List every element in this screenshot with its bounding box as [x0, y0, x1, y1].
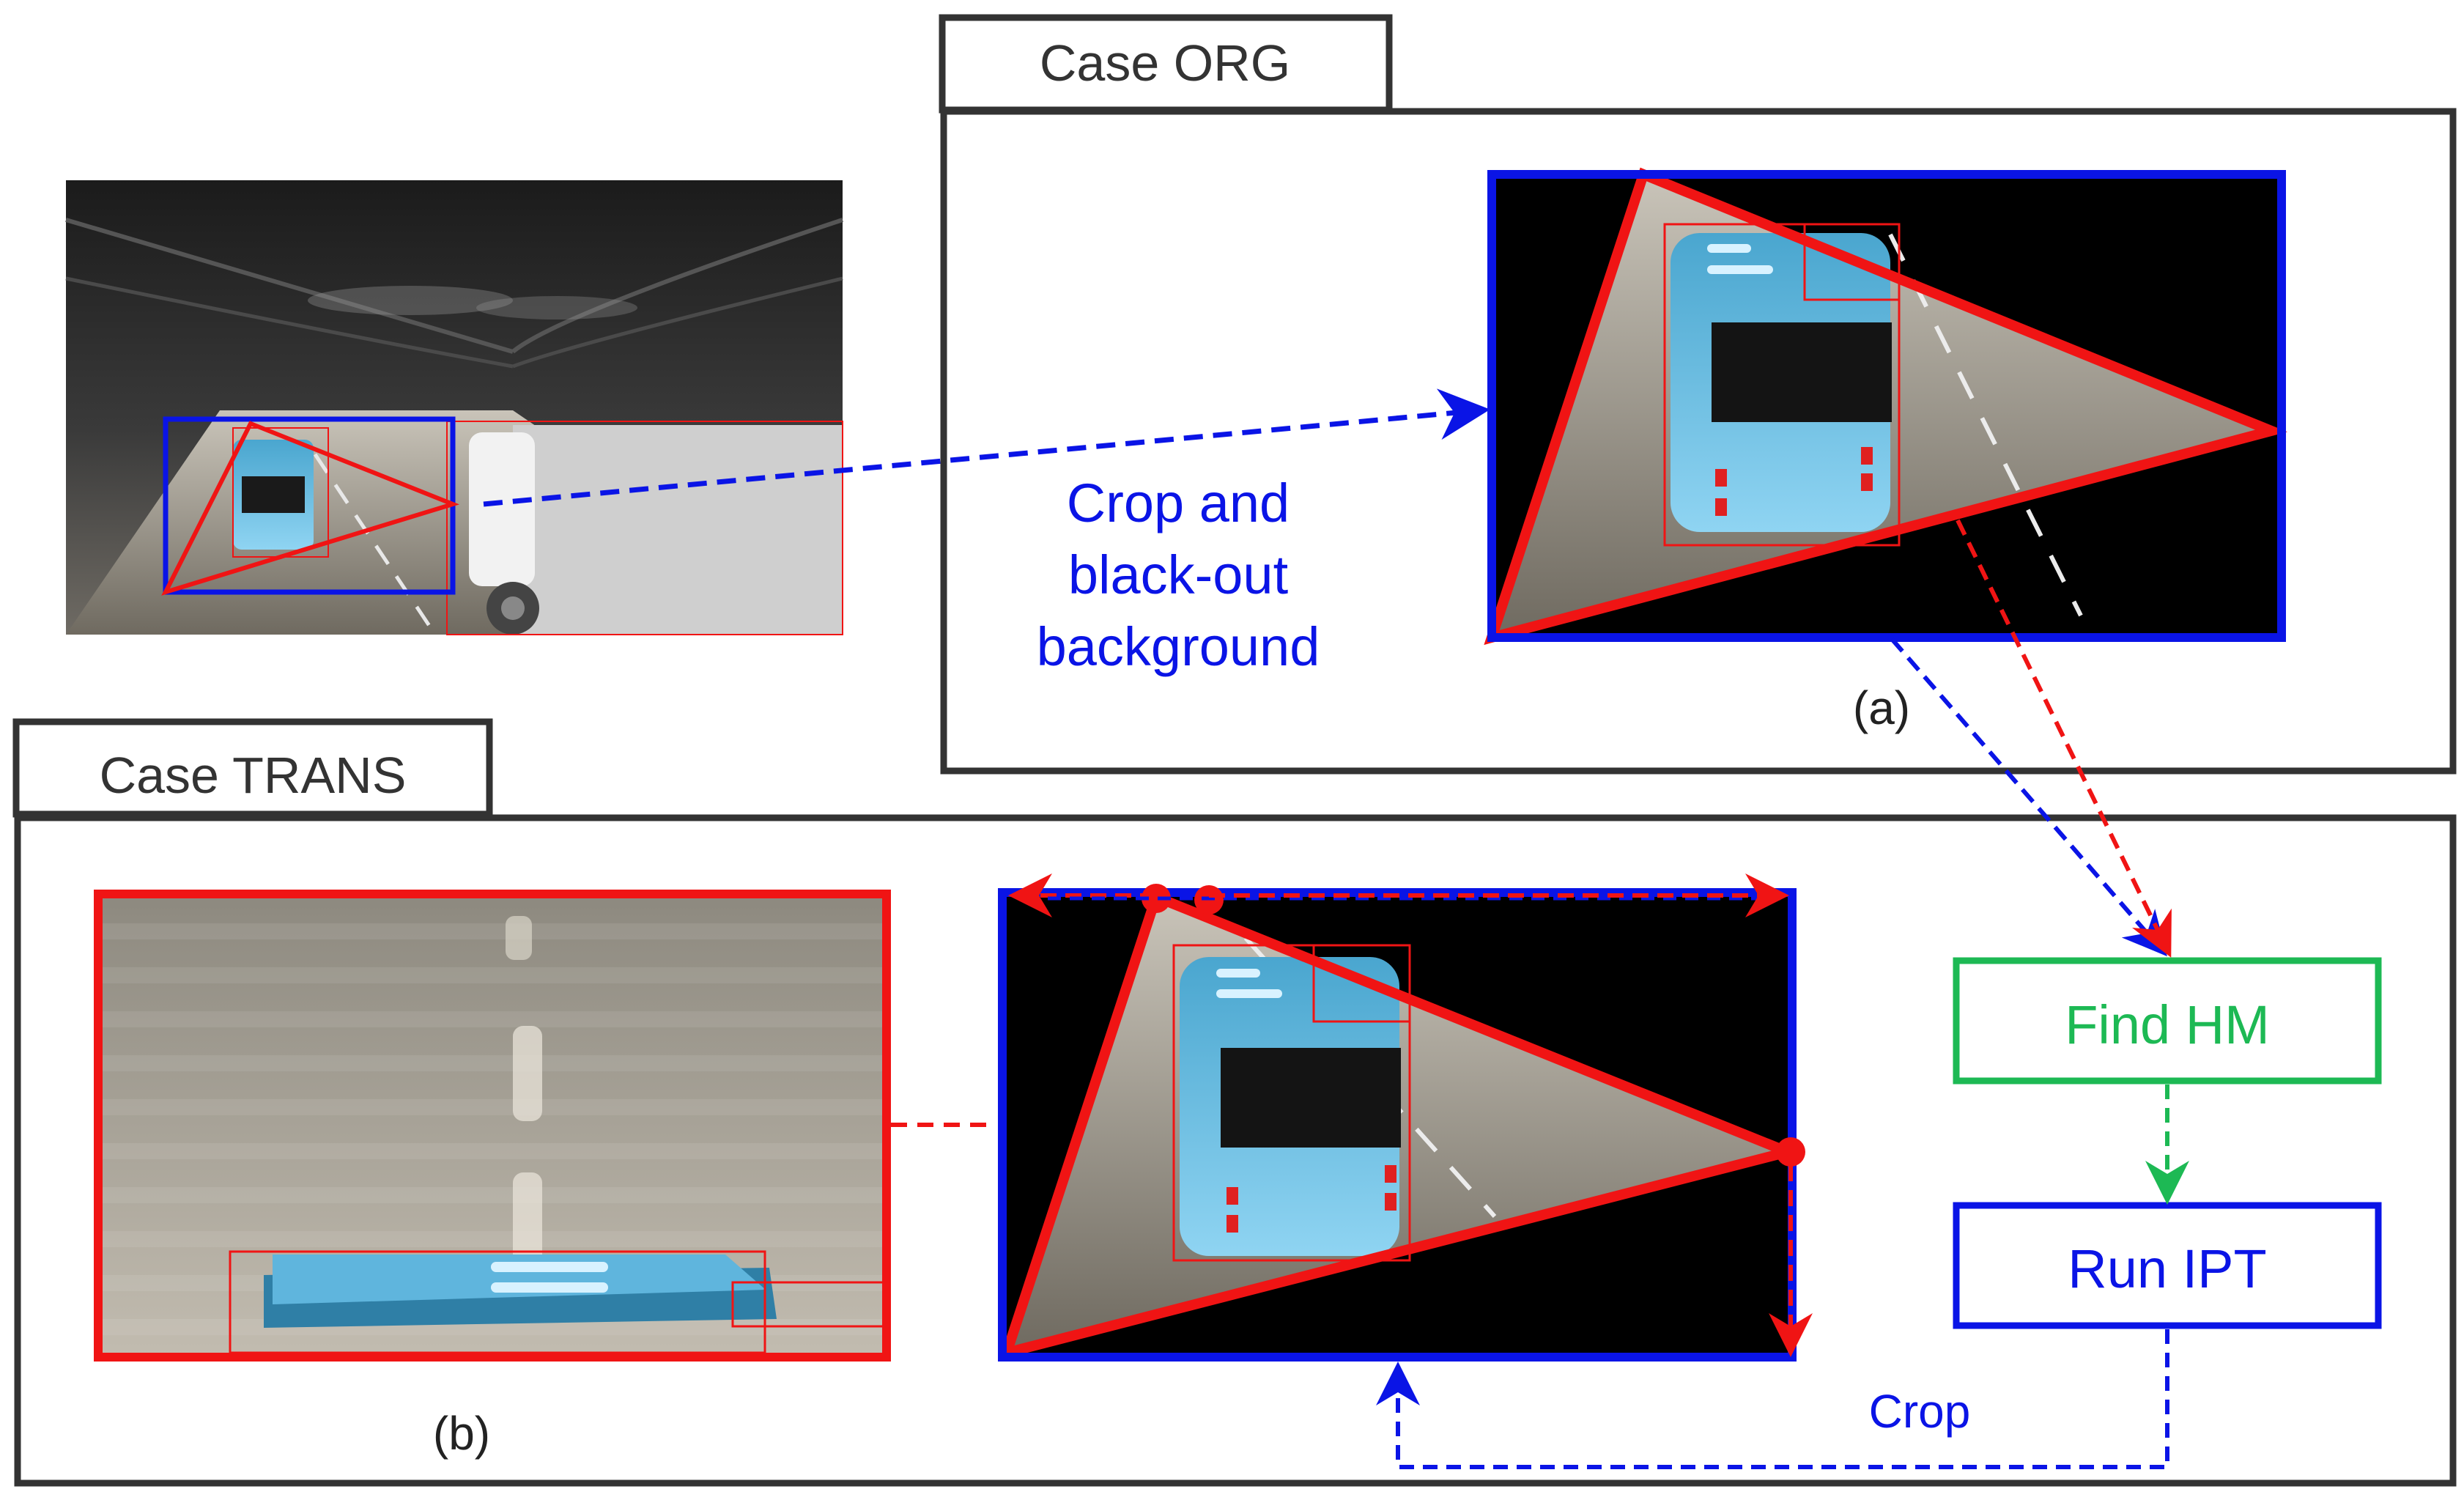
case-org-frame: [940, 108, 2457, 775]
case-trans-frame: [14, 814, 2457, 1487]
bus-trans: [1180, 957, 1401, 1256]
crop-note-line1: Crop and: [1067, 473, 1290, 533]
case-trans-panel: Case TRANS (b): [12, 718, 2457, 1487]
caption-b: (b): [433, 1407, 490, 1460]
crop-label: Crop: [1869, 1385, 1971, 1438]
crop-blackout-note: Crop and black-out background: [1037, 473, 1320, 677]
corner-dot: [1776, 1137, 1805, 1167]
corner-dot: [1142, 884, 1171, 913]
find-hm-box: Find HM: [1953, 957, 2382, 1085]
crop-note-line2: black-out: [1068, 544, 1289, 605]
caption-a: (a): [1853, 681, 1910, 734]
transformed-image-b: [94, 890, 891, 1362]
source-image: [65, 180, 843, 635]
a-to-hm-red-arrow: [1956, 519, 2172, 958]
crop-arrow: [483, 388, 1490, 507]
ipt-to-crop-arrow: [1376, 1329, 2169, 1469]
case-trans-tab: [12, 718, 493, 818]
run-ipt-box: Run IPT: [1953, 1202, 2382, 1329]
case-trans-label: Case TRANS: [100, 747, 407, 804]
case-org-panel: Case ORG (a): [939, 14, 2457, 775]
case-org-label: Case ORG: [1040, 34, 1290, 92]
bus-a: [1671, 233, 1892, 532]
cropped-image-trans: [998, 873, 1813, 1362]
crop-note-line3: background: [1037, 616, 1320, 677]
run-ipt-label: Run IPT: [2068, 1238, 2266, 1299]
a-to-hm-blue-arrow: [1890, 638, 2167, 957]
find-hm-label: Find HM: [2065, 994, 2270, 1055]
cropped-image-a: [1484, 167, 2287, 646]
case-org-tab: [939, 14, 1393, 114]
